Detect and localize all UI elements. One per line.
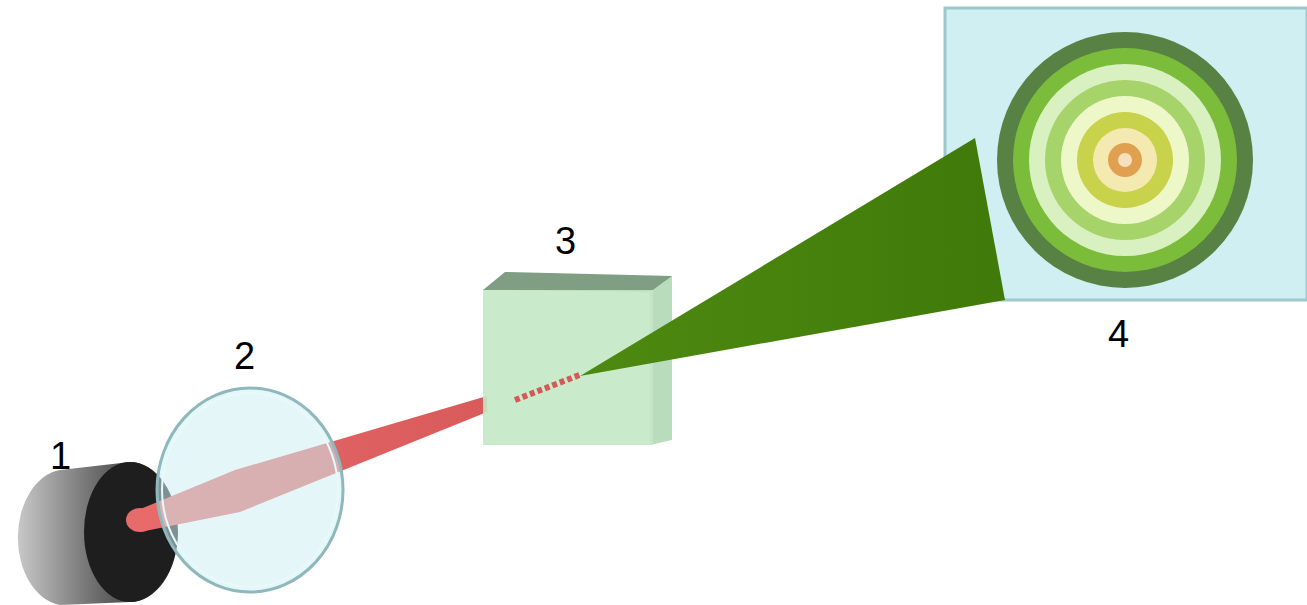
callout-number: 2 (234, 337, 255, 375)
callout-number: 1 (50, 437, 71, 475)
callout-number: 4 (1108, 315, 1129, 353)
screen (945, 8, 1307, 300)
green-beam (580, 138, 1005, 376)
callout-number: 3 (555, 222, 576, 260)
laser (18, 462, 178, 605)
lens (157, 388, 343, 592)
